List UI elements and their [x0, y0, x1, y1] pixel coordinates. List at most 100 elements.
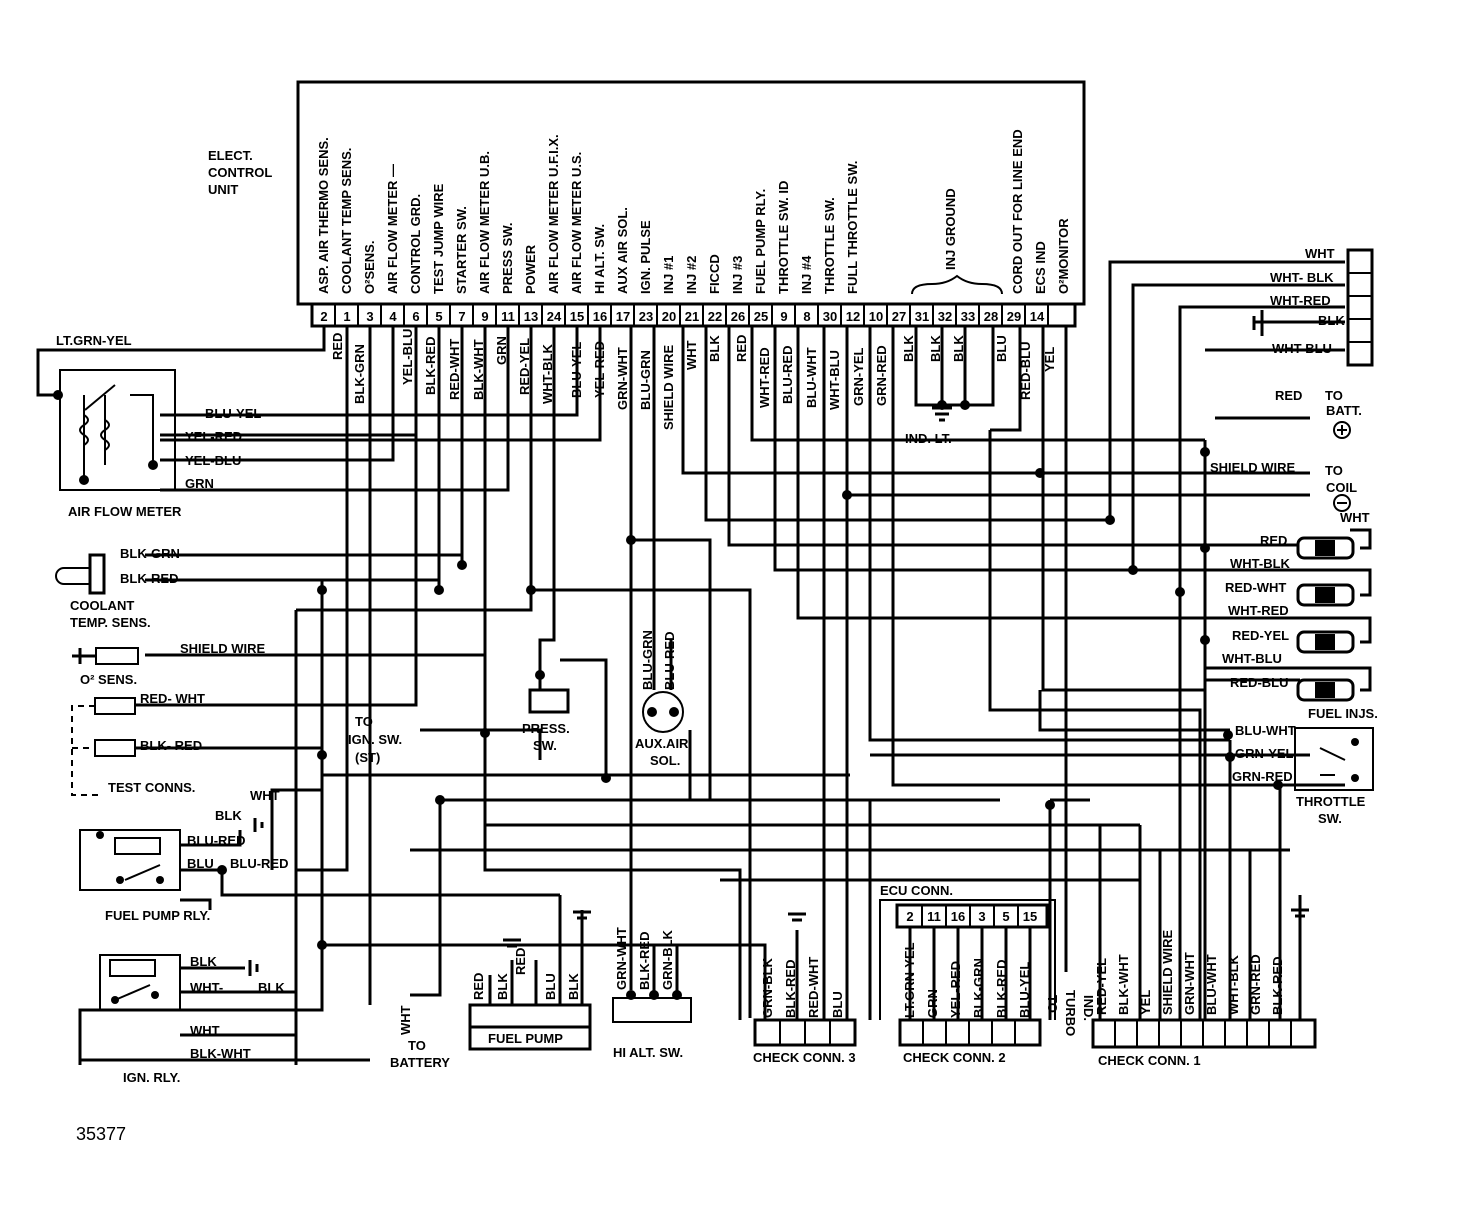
to-coil: SHIELD WIRE TO COIL [1210, 460, 1357, 512]
afm-label: AIR FLOW METER [68, 504, 182, 519]
afm-wire-1: BLU-YEL [205, 406, 261, 421]
ecu-pin-6: 5 [435, 309, 442, 324]
o2-wire: SHIELD WIRE [180, 641, 266, 656]
fpr-wire-4: BLU [187, 856, 214, 871]
turbo-1: TO [1045, 995, 1060, 1013]
ecu-pin-strip [310, 302, 1077, 328]
ecu-conn-label: ECU CONN. [880, 883, 953, 898]
ecu-wire-23: GRN-RED [874, 345, 889, 406]
ecu-wire-15: WHT [684, 340, 699, 370]
ign-relay: BLK WHT- BLK WHT BLK-WHT IGN. RLY. [80, 954, 370, 1085]
coolant-temp-sensor: BLK-GRN BLK-RED COOLANT TEMP. SENS. [55, 546, 180, 630]
ind-lt-label: IND. LT. [905, 431, 952, 446]
ecu-conn-pin-3: 16 [951, 909, 965, 924]
ecu-pin-19: 26 [731, 309, 745, 324]
check-conn-2: LT.GRN-YEL GRN YEL-RED BLK-GRN BLK-RED B… [898, 927, 1042, 1065]
turbo-2: TURBO [1063, 990, 1078, 1036]
right-connector: WHT WHT- BLK WHT-RED BLK WHT-BLU [1252, 246, 1374, 367]
afm-lead: LT.GRN-YEL [56, 333, 132, 348]
afm-wire-2: YEL-RED [185, 429, 242, 444]
battery-1: TO [408, 1038, 426, 1053]
ecu-pin-20: 25 [754, 309, 768, 324]
ecu-fn-22: INJ #4 [799, 255, 814, 294]
indicator-light: IND. LT. [905, 406, 952, 446]
afm-wire-3: YEL-BLU [185, 453, 241, 468]
inj-wire-4: RED-WHT [1225, 580, 1286, 595]
ecu-pin-27: 31 [915, 309, 929, 324]
afm-wire-4: GRN [185, 476, 214, 491]
ecu-fn-16: INJ #1 [661, 256, 676, 294]
to-battery: WHT TO BATTERY [390, 1005, 450, 1070]
ecu-wire-3: YEL-BLU [400, 329, 415, 385]
ecu-conn-pin-5: 5 [1002, 909, 1009, 924]
ecu-fn-14: AUX AIR SOL. [615, 207, 630, 294]
ecu-wire-29: YEL [1042, 347, 1057, 372]
ign-sw-2: IGN. SW. [348, 732, 402, 747]
figure-id: 35377 [76, 1124, 126, 1144]
ecu-wire-16: BLK [707, 335, 722, 362]
coil-1: TO [1325, 463, 1343, 478]
ecu-pin-23: 30 [823, 309, 837, 324]
ecu-pin-21: 9 [780, 309, 787, 324]
cc1-label: CHECK CONN. 1 [1098, 1053, 1201, 1068]
cc2-wire-1: LT.GRN-YEL [902, 942, 917, 1018]
ecu-pin-22: 8 [803, 309, 810, 324]
ecu-fn-19: INJ #3 [730, 256, 745, 294]
injector-3 [1296, 630, 1355, 654]
ecu-fn-25: INJ GROUND [943, 188, 958, 270]
ecu-fn-24: FULL THROTTLE SW. [845, 161, 860, 294]
battery-2: BATTERY [390, 1055, 450, 1070]
ecu-pin-15: 23 [639, 309, 653, 324]
ecu-fn-26: CORD OUT FOR LINE END [1010, 129, 1025, 294]
ecu-pin-31: 29 [1007, 309, 1021, 324]
ecu-fn-10: POWER [523, 244, 538, 294]
ts-wire-3: GRN-RED [1232, 769, 1293, 784]
test-wire-1: RED- WHT [140, 691, 205, 706]
ecu-fn-4: AIR FLOW METER — [385, 164, 400, 294]
ecu-wire-21: WHT-BLU [827, 350, 842, 410]
aux-wire-1: BLU-GRN [640, 630, 655, 690]
aux-air-2: SOL. [650, 753, 680, 768]
ecu-wire-14: SHIELD WIRE [661, 344, 676, 430]
ecu-fn-18: FICCD [707, 254, 722, 294]
ecu-wire-5: RED-WHT [447, 339, 462, 400]
fp-wire-4: BLU [543, 973, 558, 1000]
cc2-wire-4: BLK-GRN [971, 958, 986, 1018]
ecu-pin-17: 21 [685, 309, 699, 324]
injector-2 [1296, 583, 1355, 607]
ecu-wire-24: BLK [901, 335, 916, 362]
ecu-fn-12: AIR FLOW METER U.S. [569, 152, 584, 294]
cc3-wire-2: BLK-RED [783, 960, 798, 1019]
cc2-wire-6: BLU-YEL [1017, 962, 1032, 1018]
cc1-wire-4: SHIELD WIRE [1160, 929, 1175, 1015]
fpr-wire-3: BLU-RED [187, 833, 246, 848]
ecu-fn-6: TEST JUMP WIRE [431, 183, 446, 294]
ecu-wire-6: BLK-WHT [471, 339, 486, 400]
ecu-pin-25: 10 [869, 309, 883, 324]
ecu-fn-17: INJ #2 [684, 256, 699, 294]
cc1-wire-2: BLK-WHT [1116, 954, 1131, 1015]
ecu-wire-12: GRN-WHT [615, 347, 630, 410]
fpr-wire-1: WHT [250, 788, 280, 803]
to-batt: RED TO BATT. [1275, 388, 1362, 439]
ts-wire-2: GRN-YEL [1235, 746, 1294, 761]
ecu-pin-5: 6 [412, 309, 419, 324]
ecu-wire-20: BLU-WHT [804, 347, 819, 408]
rc-wire-5: WHT-BLU [1272, 341, 1332, 356]
ecu-pin-7: 7 [458, 309, 465, 324]
fuel-pump-relay: WHT BLK BLU-RED BLU BLU-RED FUEL PUMP RL… [79, 788, 289, 923]
ecu-fn-5: CONTROL GRD. [408, 194, 423, 294]
ecu-wire-19: BLU-RED [780, 346, 795, 405]
ecu-fn-1: ASP. AIR THERMO SENS. [316, 137, 331, 294]
ecu-wire-4: BLK-RED [423, 337, 438, 396]
ecu-fn-27: ECS IND [1033, 241, 1048, 294]
cc3-label: CHECK CONN. 3 [753, 1050, 856, 1065]
hialt-wire-1: GRN-WHT [614, 927, 629, 990]
ecu-conn-pin-4: 3 [978, 909, 985, 924]
cc1-wire-9: BLK-RED [1270, 957, 1285, 1016]
ecu-pin-18: 22 [708, 309, 722, 324]
fpr-wire-2: BLK [215, 808, 242, 823]
